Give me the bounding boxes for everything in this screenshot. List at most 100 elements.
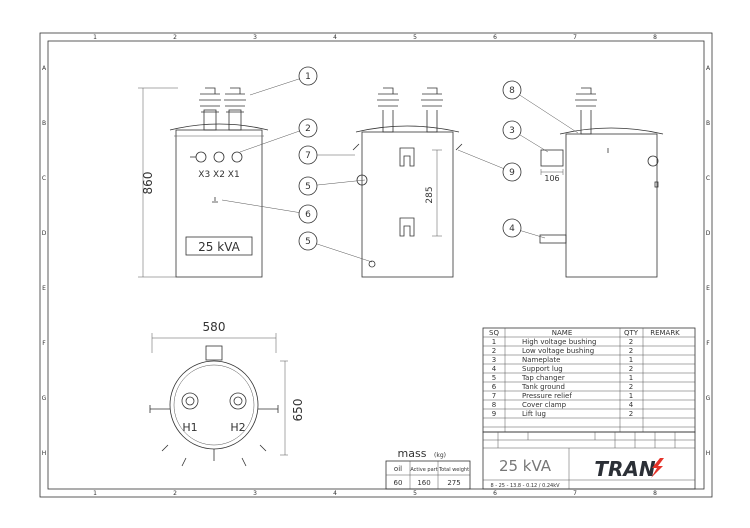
name-cell: Lift lug bbox=[522, 410, 546, 418]
sq-cell: 6 bbox=[492, 383, 497, 391]
callout-number: 9 bbox=[509, 168, 515, 178]
mass-header: oil bbox=[394, 465, 402, 473]
column-label: 5 bbox=[413, 490, 417, 497]
svg-text:TRAN: TRAN bbox=[594, 457, 656, 481]
row-label: F bbox=[706, 340, 710, 347]
sq-cell: 3 bbox=[492, 356, 496, 364]
qty-cell: 1 bbox=[629, 392, 633, 400]
tank-ground-icon bbox=[368, 260, 376, 268]
tap-changer-icon bbox=[356, 174, 368, 186]
bushing-h2-label: H2 bbox=[230, 421, 245, 434]
front-view: X3 X2 X1 25 kVA 860 bbox=[138, 87, 269, 278]
nameplate-icon bbox=[540, 149, 564, 167]
qty-cell: 2 bbox=[629, 383, 633, 391]
bushing-h1-label: H1 bbox=[182, 421, 197, 434]
sq-cell: 7 bbox=[492, 392, 496, 400]
sq-cell: 4 bbox=[492, 365, 497, 373]
row-label: B bbox=[706, 120, 710, 127]
sq-cell: 8 bbox=[492, 401, 496, 409]
row-label: H bbox=[42, 450, 47, 457]
row-label: E bbox=[706, 285, 710, 292]
callout-number: 5 bbox=[305, 237, 311, 247]
callout-number: 5 bbox=[305, 182, 311, 192]
row-label: F bbox=[42, 340, 46, 347]
top-view: H1 H2 580 650 bbox=[149, 320, 305, 467]
mass-header: Total weight bbox=[438, 467, 469, 473]
table-row: 6 Tank ground 2 bbox=[492, 383, 633, 391]
table-header: NAME bbox=[552, 329, 573, 337]
column-label: 1 bbox=[93, 34, 97, 41]
name-cell: Low voltage bushing bbox=[522, 347, 594, 355]
rating-box bbox=[185, 236, 253, 256]
tank-body bbox=[175, 129, 263, 278]
column-label: 2 bbox=[173, 34, 177, 41]
row-label: B bbox=[42, 120, 46, 127]
outer-frame bbox=[39, 32, 713, 498]
table-row: 5 Tap changer 1 bbox=[492, 374, 633, 382]
row-label: G bbox=[42, 395, 47, 402]
column-label: 2 bbox=[173, 490, 177, 497]
callout-balloon bbox=[298, 145, 318, 165]
name-cell: Nameplate bbox=[522, 356, 560, 364]
qty-cell: 2 bbox=[629, 338, 633, 346]
column-label: 8 bbox=[653, 490, 657, 497]
callout-number: 3 bbox=[509, 126, 515, 136]
row-label: H bbox=[706, 450, 711, 457]
width-dimension: 580 bbox=[203, 320, 226, 334]
name-cell: Tank ground bbox=[521, 383, 565, 391]
row-label: A bbox=[42, 65, 47, 72]
column-label: 6 bbox=[493, 490, 497, 497]
callout-balloon bbox=[502, 80, 522, 100]
qty-cell: 2 bbox=[629, 365, 633, 373]
title-rating: 25 kVA bbox=[499, 457, 552, 475]
column-label: 7 bbox=[573, 34, 577, 41]
callout-number: 8 bbox=[509, 86, 515, 96]
column-label: 3 bbox=[253, 34, 257, 41]
qty-cell: 2 bbox=[629, 347, 633, 355]
terminal-labels: X3 X2 X1 bbox=[198, 170, 239, 180]
inner-frame bbox=[47, 40, 705, 490]
name-cell: Pressure relief bbox=[522, 392, 572, 400]
side-view: 285 bbox=[352, 87, 463, 278]
support-lug-icon bbox=[539, 234, 567, 244]
mass-unit: (kg) bbox=[434, 452, 446, 459]
column-label: 7 bbox=[573, 490, 577, 497]
side-dimension: 285 bbox=[425, 186, 435, 203]
sq-cell: 5 bbox=[492, 374, 496, 382]
lv-bushing-icon bbox=[190, 151, 243, 163]
column-label: 5 bbox=[413, 34, 417, 41]
table-header: SQ bbox=[489, 329, 499, 337]
callout-number: 7 bbox=[305, 151, 311, 161]
table-header: REMARK bbox=[650, 329, 680, 337]
callout-balloon bbox=[298, 118, 318, 138]
qty-cell: 1 bbox=[629, 374, 633, 382]
mass-header: Active part bbox=[410, 467, 437, 473]
row-label: D bbox=[42, 230, 47, 237]
name-cell: High voltage bushing bbox=[522, 338, 596, 346]
qty-cell: 2 bbox=[629, 410, 633, 418]
column-label: 6 bbox=[493, 34, 497, 41]
rating-label: 25 kVA bbox=[198, 240, 240, 254]
mass-value: 160 bbox=[417, 479, 430, 487]
lightning-bolt-icon bbox=[651, 458, 664, 478]
callout-balloon bbox=[502, 162, 522, 182]
callout-balloon bbox=[502, 120, 522, 140]
name-cell: Tap changer bbox=[521, 374, 565, 382]
height-dimension-line bbox=[138, 87, 178, 278]
row-label: E bbox=[42, 285, 46, 292]
column-label: 3 bbox=[253, 490, 257, 497]
row-label: C bbox=[42, 175, 46, 182]
callout-number: 6 bbox=[305, 210, 311, 220]
hv-bushing-icon bbox=[199, 87, 246, 131]
column-label: 8 bbox=[653, 34, 657, 41]
callout-balloon bbox=[298, 204, 318, 224]
callout-balloon bbox=[502, 218, 522, 238]
depth-dimension: 650 bbox=[291, 399, 305, 422]
